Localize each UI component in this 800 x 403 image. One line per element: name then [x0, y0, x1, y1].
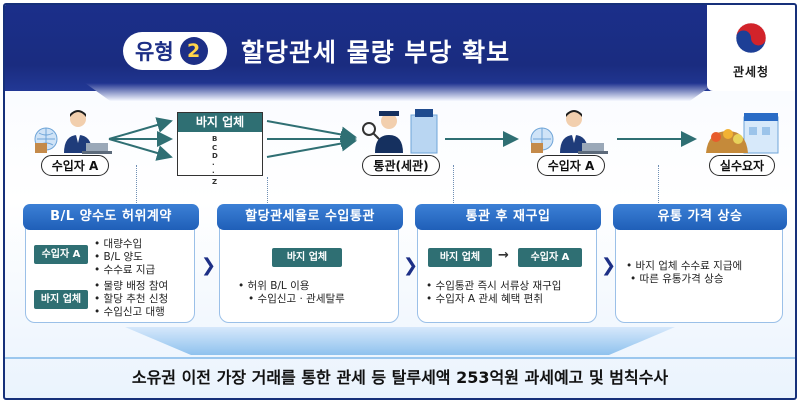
vendor-list: B C D · · Z — [178, 132, 262, 186]
role-tag: 바지 업체 — [428, 248, 492, 267]
chevron-right-icon: ❯ — [601, 255, 617, 276]
vendor-list-item: B — [212, 135, 218, 143]
connector-line — [267, 177, 268, 209]
real-buyer-label: 실수요자 — [708, 155, 776, 176]
bullet-list: 대량수입 B/L 양도 수수료 지급 — [94, 238, 156, 277]
bullet-item: 수입신고 대행 — [94, 306, 168, 319]
node-customs: 통관(세관) — [355, 107, 447, 176]
stage-title: B/L 양수도 허위계약 — [23, 204, 199, 230]
bullet-list: 수입통관 즉시 서류상 재구입 수입자 A 관세 혜택 편취 — [426, 280, 562, 306]
type-number: 2 — [179, 37, 208, 65]
bullet-item: 수수료 지급 — [94, 264, 156, 277]
org-name: 관세청 — [732, 65, 770, 79]
stage-title: 할당관세율로 수입통관 — [217, 204, 403, 230]
importer-a-label: 수입자 A — [40, 155, 110, 176]
taegeuk-logo-icon — [735, 22, 767, 54]
customs-label: 통관(세관) — [362, 155, 440, 176]
importer-a-label: 수입자 A — [536, 155, 606, 176]
stage-card-3: 통관 후 재구입 바지 업체 → 수입자 A 수입통관 즉시 서류상 재구입 수… — [415, 204, 601, 323]
divider — [5, 357, 795, 359]
stage-card-2: 할당관세율로 수입통관 바지 업체 허위 B/L 이용 수입신고 · 관세탈루 — [217, 204, 403, 323]
conclusion-text: 소유권 이전 가장 거래를 통한 관세 등 탈루세액 253억원 과세예고 및 … — [131, 368, 669, 387]
bullet-item: B/L 양도 — [94, 251, 155, 264]
bullet-item: 할당 추천 신청 — [94, 293, 169, 306]
connector-line — [453, 165, 454, 209]
node-importer-a-left: 수입자 A — [25, 107, 125, 176]
bullet-item: 바지 업체 수수료 지급에 — [626, 260, 743, 273]
store-goods-icon — [706, 113, 779, 154]
vendor-list-item: · — [212, 160, 215, 169]
stage-title: 유통 가격 상승 — [613, 204, 787, 230]
connector-line — [136, 165, 137, 209]
vendor-list-item: · — [212, 169, 215, 177]
bullet-item: 수입자 A 관세 혜택 편취 — [426, 293, 561, 306]
arrow-right-icon: → — [498, 248, 509, 263]
businessman-laptop-icon — [34, 110, 112, 154]
vendor-box: 바지 업체 B C D · · Z — [177, 112, 263, 186]
chevron-right-icon: ❯ — [403, 255, 419, 276]
businessman-laptop-icon — [530, 110, 608, 154]
vendor-list-item: C — [212, 143, 218, 152]
bullet-list: 허위 B/L 이용 수입신고 · 관세탈루 — [238, 280, 345, 306]
type-badge: 유형 2 — [123, 32, 227, 70]
funnel-shape — [125, 327, 675, 355]
chevron-right-icon: ❯ — [201, 255, 217, 276]
role-tag: 바지 업체 — [272, 248, 342, 267]
bullet-list: 바지 업체 수수료 지급에 따른 유통가격 상승 — [626, 260, 743, 286]
stage-card-4: 유통 가격 상승 바지 업체 수수료 지급에 따른 유통가격 상승 — [613, 204, 787, 323]
bullet-list: 물량 배정 참여 할당 추천 신청 수입신고 대행 — [94, 280, 169, 319]
bullet-item: 대량수입 — [94, 238, 155, 251]
stage-title: 통관 후 재구입 — [415, 204, 601, 230]
bullet-item: 수입통관 즉시 서류상 재구입 — [426, 280, 562, 293]
role-tag: 바지 업체 — [34, 290, 88, 309]
infographic-frame: 유형 2 할당관세 물량 부당 확보 관세청 — [3, 3, 797, 400]
vendor-list-item: D — [212, 152, 218, 160]
bullet-item: 따른 유통가격 상승 — [626, 273, 742, 286]
vendor-list-item: Z — [212, 177, 218, 186]
role-tag: 수입자 A — [34, 245, 88, 264]
bullet-item: 물량 배정 참여 — [94, 280, 169, 293]
node-real-buyer: 실수요자 — [697, 107, 787, 176]
connector-line — [658, 165, 659, 209]
org-logo: 관세청 — [707, 5, 795, 91]
vendor-title: 바지 업체 — [178, 113, 262, 132]
page-title: 할당관세 물량 부당 확보 — [241, 38, 511, 67]
header-wedge — [85, 83, 715, 101]
customs-officer-icon — [362, 109, 438, 154]
bullet-item: 수입신고 · 관세탈루 — [238, 293, 345, 306]
role-tag: 수입자 A — [518, 248, 582, 267]
bullet-item: 허위 B/L 이용 — [238, 280, 345, 293]
type-label: 유형 — [135, 40, 174, 64]
stage-card-1: B/L 양수도 허위계약 수입자 A 대량수입 B/L 양도 수수료 지급 바지… — [23, 204, 199, 323]
flow-arrows — [108, 117, 697, 161]
node-importer-a-right: 수입자 A — [521, 107, 621, 176]
